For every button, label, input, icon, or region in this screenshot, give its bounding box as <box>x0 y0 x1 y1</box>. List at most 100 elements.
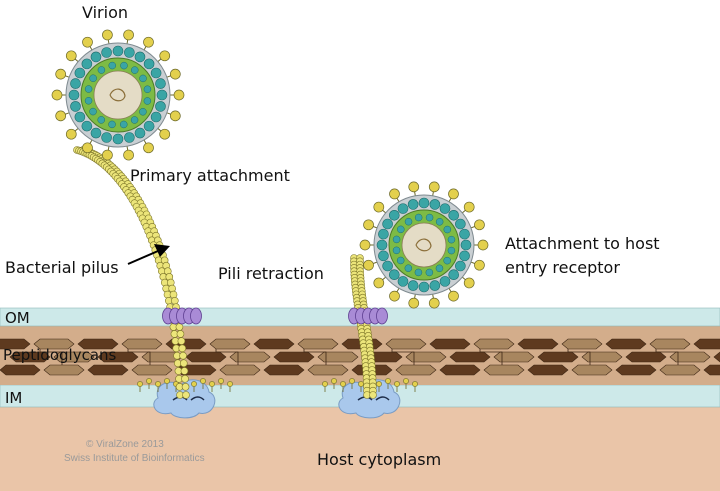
capsid-protein <box>459 250 470 262</box>
capsid-spike <box>428 181 440 193</box>
capsid-protein <box>112 133 124 145</box>
pilin-subunit <box>177 337 186 345</box>
capsid-protein <box>447 246 456 255</box>
peptidoglycan-unit <box>439 364 481 376</box>
pilin-subunit <box>175 323 184 331</box>
capsid-protein <box>84 85 93 93</box>
capsid-protein <box>443 256 451 265</box>
lipid-head <box>146 378 152 384</box>
peptidoglycan-unit <box>0 338 31 350</box>
capsid-protein <box>407 199 419 210</box>
capsid-protein <box>124 132 135 143</box>
capsid-spike <box>448 290 459 302</box>
peptidoglycan-unit <box>307 364 349 376</box>
label-virion: Virion <box>82 3 128 22</box>
capsid-protein <box>101 132 112 143</box>
lipid-head <box>137 381 143 387</box>
capsid-protein <box>150 67 162 79</box>
peptidoglycan-unit <box>581 351 623 363</box>
capsid-spike <box>359 239 371 251</box>
peptidoglycan-unit <box>385 338 427 350</box>
lipid-head <box>155 381 161 387</box>
capsid-protein <box>139 74 147 83</box>
capsid-protein <box>407 280 419 291</box>
lipid-head <box>394 381 400 387</box>
capsid-spike <box>102 29 113 41</box>
capsid-protein <box>70 101 81 112</box>
lipid-head <box>331 378 337 384</box>
capsid-spike <box>82 36 93 48</box>
capsid-protein <box>124 47 135 58</box>
capsid-protein <box>108 61 117 70</box>
peptidoglycan-unit <box>77 338 119 350</box>
capsid-protein <box>435 218 444 226</box>
lipid-head <box>200 378 206 384</box>
peptidoglycan-crosslink <box>39 349 63 365</box>
peptidoglycan-unit <box>703 364 720 376</box>
peptidoglycan-unit <box>537 351 579 363</box>
lipid-head <box>358 381 364 387</box>
capsid-protein <box>131 66 139 74</box>
peptidoglycan-unit <box>87 364 129 376</box>
capsid-protein <box>120 61 128 70</box>
peptidoglycan-crosslink <box>655 349 679 365</box>
pilin-subunit <box>369 391 377 399</box>
peptidoglycan-unit <box>209 338 251 350</box>
peptidoglycan-unit <box>605 338 647 350</box>
capsid-protein <box>439 276 451 287</box>
lipid-head <box>164 378 170 384</box>
capsid-protein <box>155 101 166 112</box>
capsid-protein <box>155 78 166 89</box>
secretin-ring-right <box>348 307 388 325</box>
capsid-spike <box>143 36 154 48</box>
capsid-protein <box>134 51 146 63</box>
capsid-protein <box>455 218 466 230</box>
capsid-protein <box>84 96 93 105</box>
arrow-head <box>154 244 170 257</box>
virion-receptor-bound <box>359 181 489 309</box>
peptidoglycan-unit <box>571 364 613 376</box>
label-attachment-receptor-line1: Attachment to host <box>505 234 660 253</box>
pilin-subunit <box>181 383 190 391</box>
capsid-protein <box>429 280 441 291</box>
peptidoglycan-unit <box>185 351 227 363</box>
capsid-spike <box>373 277 385 289</box>
secretin-subunit <box>376 307 388 325</box>
pilin-subunit <box>181 375 189 383</box>
peptidoglycan-unit <box>229 351 271 363</box>
label-host-cytoplasm: Host cytoplasm <box>317 450 442 469</box>
capsid-protein <box>439 203 451 214</box>
peptidoglycan-unit <box>473 338 515 350</box>
peptidoglycan-unit <box>561 338 603 350</box>
capsid-protein <box>460 239 472 251</box>
peptidoglycan-unit <box>263 364 305 376</box>
pilin-subunit <box>179 351 187 360</box>
capsid-protein <box>382 218 393 230</box>
peptidoglycan-unit <box>483 364 525 376</box>
peptidoglycan-crosslink <box>479 349 503 365</box>
lipid-head <box>191 381 197 387</box>
capsid-protein <box>404 264 413 272</box>
capsid-protein <box>376 239 388 251</box>
capsid-protein <box>97 66 106 74</box>
capsid-protein <box>404 217 413 226</box>
peptidoglycan-unit <box>429 338 471 350</box>
peptidoglycan-unit <box>253 338 295 350</box>
capsid-protein <box>414 268 423 277</box>
capsid-protein <box>143 120 155 132</box>
peptidoglycan-crosslink <box>567 349 591 365</box>
peptidoglycan-unit <box>659 364 701 376</box>
capsid-spike <box>159 50 171 62</box>
peptidoglycan-unit <box>121 338 163 350</box>
secretin-ring-left <box>162 307 202 325</box>
capsid-spike <box>363 259 374 271</box>
capsid-spike <box>123 149 134 161</box>
peptidoglycan-unit <box>527 364 569 376</box>
capsid-spike <box>55 110 67 122</box>
capsid-protein <box>101 47 112 58</box>
capsid-protein <box>143 58 155 70</box>
virion-primary <box>51 29 185 161</box>
capsid-spike <box>389 290 400 302</box>
capsid-spike <box>363 219 374 231</box>
